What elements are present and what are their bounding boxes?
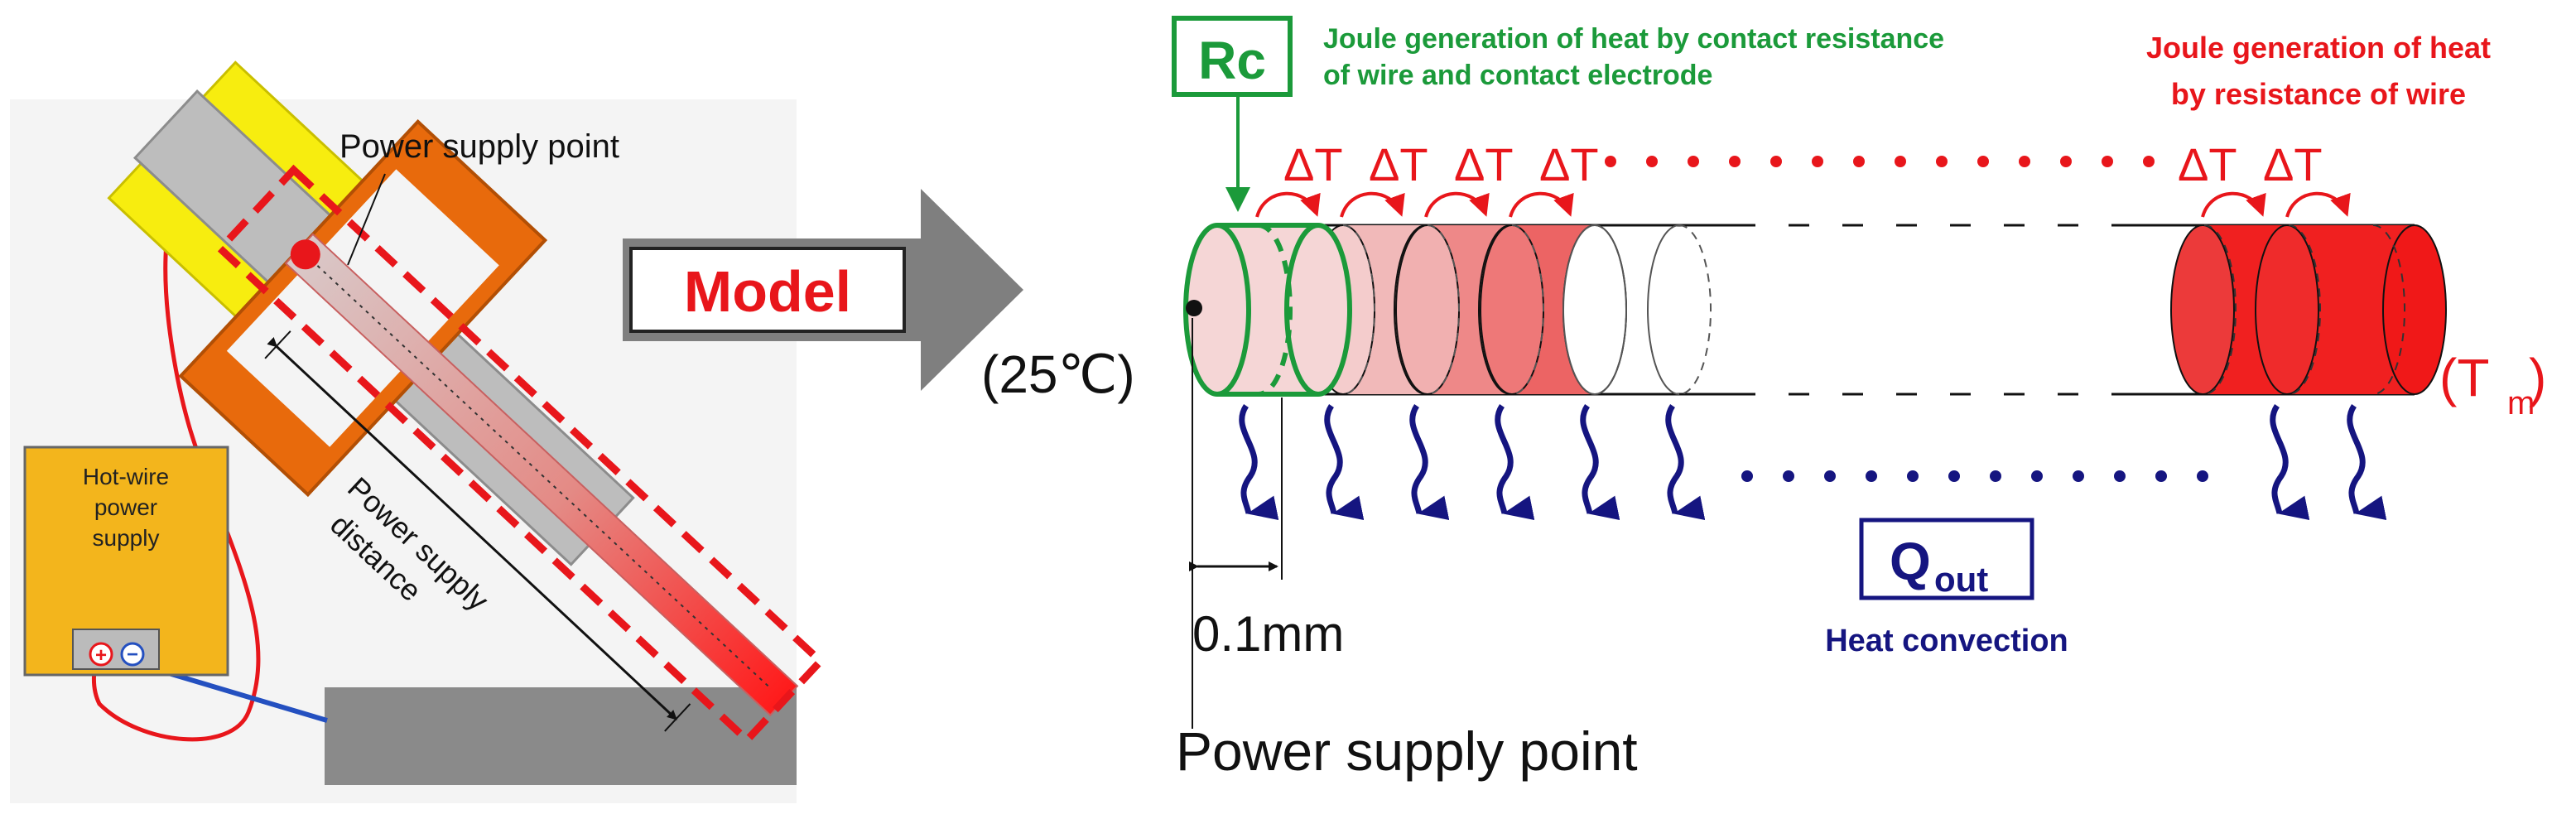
- convection-arrows: [1239, 404, 2387, 521]
- distance-tick-start: [264, 330, 291, 359]
- delta-t-label: ΔT: [2178, 138, 2237, 190]
- delta-t-label: ΔT: [1454, 138, 1514, 190]
- base-plate: [325, 687, 797, 785]
- torch-illustration: Power supply distance Power supply point…: [10, 60, 826, 803]
- psu-label-line2: power: [94, 494, 157, 520]
- wire-model: Rc Joule generation of heat by contact r…: [981, 16, 2546, 782]
- segment-length-label: 0.1mm: [1192, 606, 1344, 662]
- end-temperature-open: (T: [2439, 348, 2489, 407]
- q-out-subscript: out: [1934, 560, 1988, 599]
- psu-label-line1: Hot-wire: [83, 464, 169, 489]
- plus-terminal: [89, 642, 113, 667]
- minus-terminal: [120, 642, 145, 667]
- contact-segment: [1183, 223, 1352, 397]
- minus-terminal-label: −: [127, 643, 138, 666]
- delta-t-label: ΔT: [1283, 138, 1343, 190]
- power-supply-point-label-left: Power supply point: [339, 128, 619, 165]
- heat-transfer-arrows: [1255, 191, 2351, 218]
- plus-terminal-label: +: [95, 644, 107, 667]
- wire-segments-left: [1311, 224, 1712, 395]
- power-supply-point-label-right: Power supply point: [1176, 720, 1638, 782]
- power-supply-point-pointer: [347, 173, 386, 266]
- delta-t-label: ΔT: [1369, 138, 1428, 190]
- contact-heat-line2: of wire and contact electrode: [1323, 60, 1712, 91]
- delta-t-label: ΔT: [2263, 138, 2323, 190]
- wire-heat-line1: Joule generation of heat: [2146, 31, 2491, 65]
- delta-t-continuation-dots: [1605, 156, 2155, 167]
- psu-label-line3: supply: [93, 525, 160, 551]
- start-temperature: (25℃): [981, 344, 1135, 404]
- q-out-main: Q: [1890, 532, 1931, 591]
- rc-box: [1172, 16, 1293, 97]
- wire-segments-right: [2170, 224, 2447, 395]
- model-label: Model: [684, 259, 851, 324]
- q-out-box: [1859, 518, 2034, 600]
- delta-t-label: ΔT: [1539, 138, 1599, 190]
- wire-heat-line2: by resistance of wire: [2171, 77, 2466, 111]
- heat-convection-label: Heat convection: [1825, 624, 2068, 658]
- convection-continuation-dots: [1741, 470, 2208, 482]
- end-temperature-subscript: m: [2507, 385, 2535, 422]
- torch-assembly: Power supply distance: [107, 60, 826, 745]
- psu-terminal-panel: [72, 629, 160, 670]
- rc-label: Rc: [1198, 31, 1266, 90]
- end-temperature-close: ): [2529, 348, 2546, 407]
- model-arrow: Model: [623, 189, 1023, 391]
- power-supply-point-dot: [290, 239, 320, 270]
- contact-heat-line1: Joule generation of heat by contact resi…: [1323, 23, 1944, 55]
- distance-dimension: [267, 336, 677, 720]
- model-label-box: [629, 247, 906, 333]
- distance-tick-end: [664, 703, 691, 732]
- red-cable: [91, 154, 261, 742]
- power-supply-point-marker: [1186, 300, 1202, 316]
